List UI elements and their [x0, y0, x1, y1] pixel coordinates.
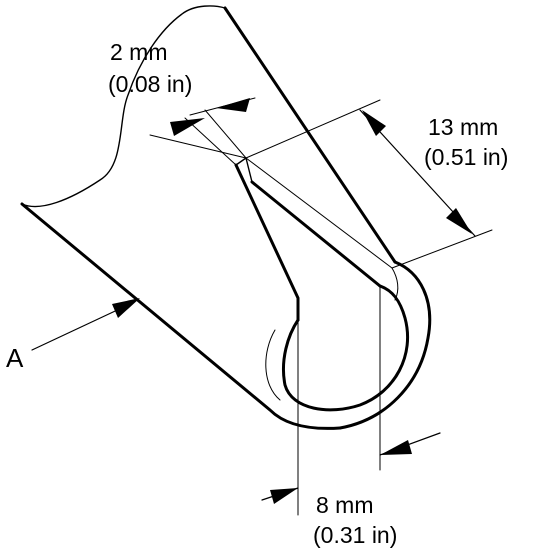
- dimension-2mm-inch-label: (0.08 in): [108, 71, 193, 97]
- hem-inner-hollow: [281, 284, 410, 412]
- ext-line-13mm-top: [245, 99, 381, 159]
- break-line: [21, 5, 226, 208]
- sheet-outer-edge: [20, 202, 342, 430]
- ext-line-13mm-bottom: [391, 229, 493, 269]
- ext-line-2mm-c: [184, 117, 237, 166]
- sheet-right-edge: [223, 6, 397, 264]
- hem-outer-fold: [338, 260, 432, 430]
- arrowhead-8mm-right: [380, 440, 412, 455]
- part-label-a: A: [6, 343, 24, 373]
- hem-flange-inner-edge: [250, 180, 382, 288]
- arrowhead-2mm-right: [216, 98, 250, 112]
- arrowhead-13mm-top: [362, 110, 386, 136]
- dimension-13mm-label: 13 mm: [428, 114, 499, 140]
- arrowhead-2mm-left: [170, 118, 205, 136]
- fold-line-2: [265, 329, 281, 401]
- fold-line-1: [245, 157, 393, 269]
- arrowhead-leader-a: [112, 298, 140, 318]
- dimension-13mm-inch-label: (0.51 in): [424, 144, 509, 170]
- dimension-8mm-label: 8 mm: [316, 492, 374, 518]
- ext-line-2mm-d: [204, 109, 247, 159]
- dimension-2mm-label: 2 mm: [110, 39, 168, 65]
- dimension-8mm-inch-label: (0.31 in): [313, 522, 398, 548]
- arrowhead-8mm-left: [270, 488, 298, 504]
- arrowhead-13mm-bottom: [446, 208, 472, 234]
- hem-flange-outline: [234, 163, 300, 322]
- leader-line-a: [31, 304, 129, 351]
- fold-line-3: [391, 267, 399, 301]
- ext-line-2mm-a: [149, 134, 247, 159]
